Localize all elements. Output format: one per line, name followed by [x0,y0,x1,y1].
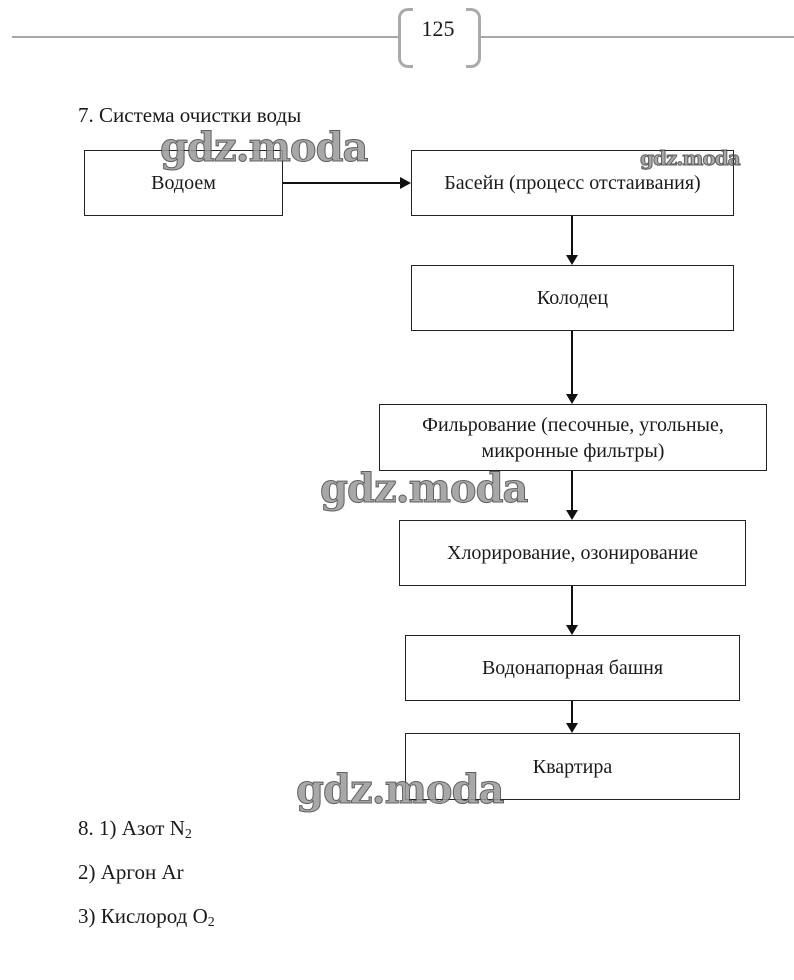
answer-item-3: 3) Кислород O2 [78,904,215,931]
arrow-head-down [566,255,578,265]
answer-text: 2) Аргон Ar [78,860,184,884]
box-reservoir: Водоем [84,150,283,216]
watermark: gdz.moda [159,124,368,172]
arrow-head-down [566,510,578,520]
box-settling-pool: Басейн (процесс отстаивания) [411,150,734,216]
arrow-line [571,216,573,256]
answer-item-2: 2) Аргон Ar [78,860,184,885]
arrow-head-down [566,723,578,733]
box-well: Колодец [411,265,734,331]
answer-subscript: 2 [184,827,192,842]
task-7-title: 7. Система очистки воды [78,103,302,127]
arrow-head-down [566,625,578,635]
box-filtration: Фильрование (песочные, угольные, микронн… [379,404,767,471]
answer-subscript: 2 [207,915,215,930]
watermark: gdz.moda [295,766,504,814]
page-number-bracket-right [466,8,481,68]
header-rule-left [12,36,398,38]
arrow-line [571,471,573,511]
box-water-tower: Водонапорная башня [405,635,740,701]
answer-text: 8. 1) Азот N [78,816,185,840]
answer-text: 3) Кислород O [78,904,208,928]
arrow-line [571,586,573,626]
arrow-head-right [400,177,411,189]
page-number: 125 [421,16,455,41]
arrow-line [571,331,573,395]
arrow-head-down [566,394,578,404]
arrow-line-horizontal [283,182,401,184]
watermark: gdz.moda [319,465,528,513]
answer-item-1: 8. 1) Азот N2 [78,816,192,843]
watermark: gdz.moda [640,146,742,171]
page-number-bracket-left [398,8,413,68]
box-apartment: Квартира [405,733,740,800]
header-rule-right [478,36,794,38]
box-chlorination: Хлорирование, озонирование [399,520,746,586]
arrow-line [571,701,573,724]
